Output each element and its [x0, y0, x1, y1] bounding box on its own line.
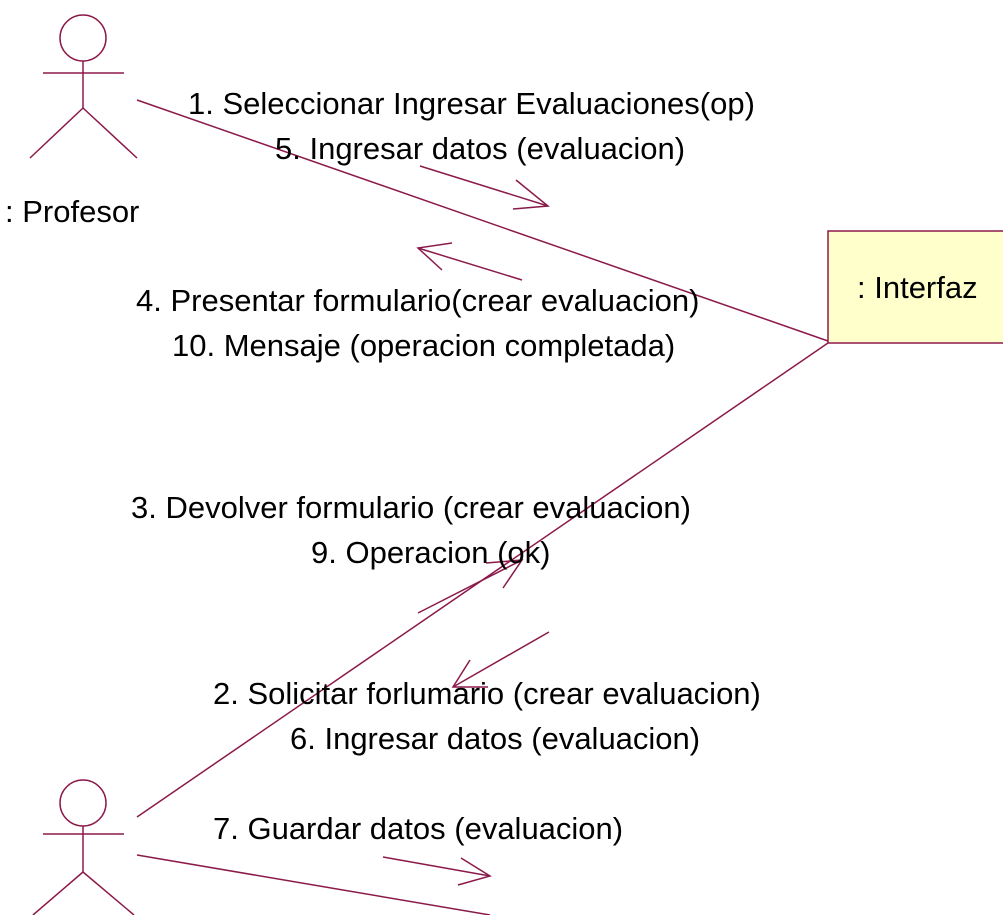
- actor-profesor-label: : Profesor: [5, 194, 139, 229]
- message-label-9: 9. Operacion (ok): [311, 535, 551, 570]
- actor-profesor-right-leg: [82, 107, 138, 159]
- message-arrow-interfaz-to-bottom: [451, 631, 550, 688]
- message-label-3: 3. Devolver formulario (crear evaluacion…: [131, 490, 691, 525]
- actor-profesor-head: [59, 14, 107, 62]
- message-arrow-bottom-outgoing: [382, 856, 492, 886]
- message-label-4: 4. Presentar formulario(crear evaluacion…: [136, 283, 699, 318]
- message-label-10: 10. Mensaje (operacion completada): [172, 328, 675, 363]
- actor-bottom-right-leg: [82, 871, 135, 915]
- message-label-6: 6. Ingresar datos (evaluacion): [290, 721, 700, 756]
- actor-bottom-left-leg: [32, 871, 84, 915]
- message-label-5: 5. Ingresar datos (evaluacion): [275, 131, 685, 166]
- actor-bottom-head: [59, 779, 107, 827]
- message-label-7: 7. Guardar datos (evaluacion): [213, 811, 623, 846]
- actor-profesor-left-leg: [29, 107, 84, 159]
- link-profesor-interfaz[interactable]: [136, 99, 829, 342]
- message-arrow-profesor-to-interfaz: [419, 165, 550, 210]
- actor-profesor[interactable]: [29, 14, 138, 159]
- message-label-1: 1. Seleccionar Ingresar Evaluaciones(op): [188, 86, 755, 121]
- message-label-2: 2. Solicitar forlumario (crear evaluacio…: [213, 676, 761, 711]
- message-arrow-bottom-to-interfaz: [417, 559, 524, 614]
- message-arrow-interfaz-to-profesor: [416, 242, 523, 281]
- actor-bottom[interactable]: [32, 779, 135, 915]
- object-interfaz-box[interactable]: [827, 230, 1003, 344]
- object-interfaz-label: : Interfaz: [857, 270, 978, 305]
- link-bottom-actor-offscreen[interactable]: [136, 854, 491, 915]
